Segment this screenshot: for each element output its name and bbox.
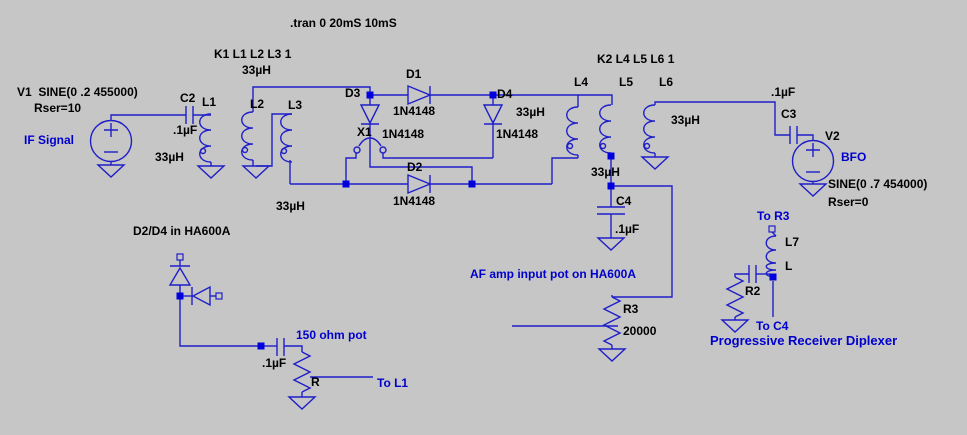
c3-name-label: C3 (781, 107, 797, 121)
l2-value-label: 33µH (242, 63, 271, 77)
l6-inductor-symbol[interactable] (643, 104, 656, 154)
d4-name-label: D4 (497, 87, 513, 101)
to-c4-net-label: To C4 (756, 319, 789, 333)
l1-inductor-symbol[interactable] (199, 113, 212, 163)
tran-directive: .tran 0 20mS 10mS (290, 16, 397, 30)
to-r3-net-label: To R3 (757, 209, 790, 223)
d1-value-label: 1N4148 (393, 104, 436, 118)
l1-value-label: 33µH (155, 150, 184, 164)
if-signal-net-label: IF Signal (24, 133, 75, 147)
coupling-capacitor-bottomleft-symbol[interactable] (276, 338, 285, 356)
d2-value-label: 1N4148 (393, 194, 436, 208)
l7-name-label: L7 (785, 235, 800, 249)
pot-150ohm-symbol[interactable] (292, 351, 312, 393)
ground-symbols[interactable] (96, 156, 828, 410)
c2-capacitor-symbol[interactable] (185, 106, 194, 124)
v2-value-label: SINE(0 .7 454000) (828, 177, 928, 191)
l4-name-label: L4 (574, 75, 589, 89)
c3-value-label: .1µF (771, 85, 796, 99)
l6-value-label: 33µH (671, 113, 700, 127)
l7-l-inductor-symbol[interactable] (765, 235, 777, 278)
k2-directive: K2 L4 L5 L6 1 (597, 52, 675, 66)
bfo-net-label: BFO (841, 150, 867, 164)
k1-directive: K1 L1 L2 L3 1 (214, 47, 292, 61)
d2-name-label: D2 (407, 160, 423, 174)
v2-voltage-source-symbol[interactable] (791, 139, 835, 183)
r2-name-label: R2 (745, 284, 761, 298)
v1-value-label: V1 SINE(0 .2 455000) (17, 85, 138, 99)
r3-name-label: R3 (623, 302, 639, 316)
wires[interactable] (110, 86, 814, 397)
v2-rser-label: Rser=0 (828, 195, 869, 209)
l5-inductor-symbol[interactable] (599, 104, 612, 154)
v2-name-label: V2 (825, 129, 840, 143)
d2d4-note: D2/D4 in HA600A (133, 224, 231, 238)
d3-diode-symbol[interactable] (359, 104, 381, 125)
diode-left-bottomleft-symbol[interactable] (191, 285, 211, 307)
l4-value-label: 33µH (516, 105, 545, 119)
d2-diode-symbol[interactable] (407, 173, 432, 195)
l3-inductor-symbol[interactable] (280, 113, 293, 163)
d4-value-label: 1N4148 (496, 127, 539, 141)
d1-name-label: D1 (406, 67, 422, 81)
l1-name-label: L1 (202, 95, 217, 109)
c4-capacitor-symbol[interactable] (597, 206, 625, 215)
l2-name-label: L2 (250, 97, 265, 111)
r3-value-label: 20000 (623, 324, 657, 338)
d3-name-label: D3 (345, 86, 361, 100)
d4-diode-symbol[interactable] (482, 104, 504, 125)
l5-value-label: 33µH (591, 165, 620, 179)
l5-name-label: L5 (619, 75, 634, 89)
diode-up-bottomleft-symbol[interactable] (168, 265, 192, 286)
c3-capacitor-symbol[interactable] (789, 126, 798, 144)
l4-inductor-symbol[interactable] (566, 106, 579, 156)
c4-value-label: .1µF (615, 222, 640, 236)
to-l1-net-label: To L1 (377, 376, 409, 390)
l-name-label: L (785, 259, 793, 273)
v1-rser-label: Rser=10 (34, 101, 82, 115)
l2-inductor-symbol[interactable] (241, 111, 254, 161)
l3-name-label: L3 (288, 98, 303, 112)
coupling-capacitor-right-symbol[interactable] (748, 265, 757, 283)
pot150-note: 150 ohm pot (296, 328, 367, 342)
c2-name-label: C2 (180, 91, 196, 105)
junction-dots (176, 91, 777, 350)
l3-value-label: 33µH (276, 199, 305, 213)
af-pot-note: AF amp input pot on HA600A (470, 267, 636, 281)
diplexer-note: Progressive Receiver Diplexer (710, 333, 898, 348)
x1-symbol[interactable] (353, 137, 387, 154)
c2-value-label: .1µF (173, 123, 198, 137)
cap-bl-value-label: .1µF (262, 356, 287, 370)
x1-name-label: X1 (357, 125, 372, 139)
d1-diode-symbol[interactable] (407, 84, 432, 106)
r3-pot-symbol[interactable] (602, 296, 622, 346)
r2-resistor-symbol[interactable] (725, 276, 745, 318)
c4-name-label: C4 (616, 194, 632, 208)
r-name-label: R (311, 375, 320, 389)
x1-value-label: 1N4148 (382, 127, 425, 141)
l6-name-label: L6 (659, 75, 674, 89)
port-terminals[interactable] (176, 225, 776, 300)
v1-voltage-source-symbol[interactable] (89, 119, 133, 163)
